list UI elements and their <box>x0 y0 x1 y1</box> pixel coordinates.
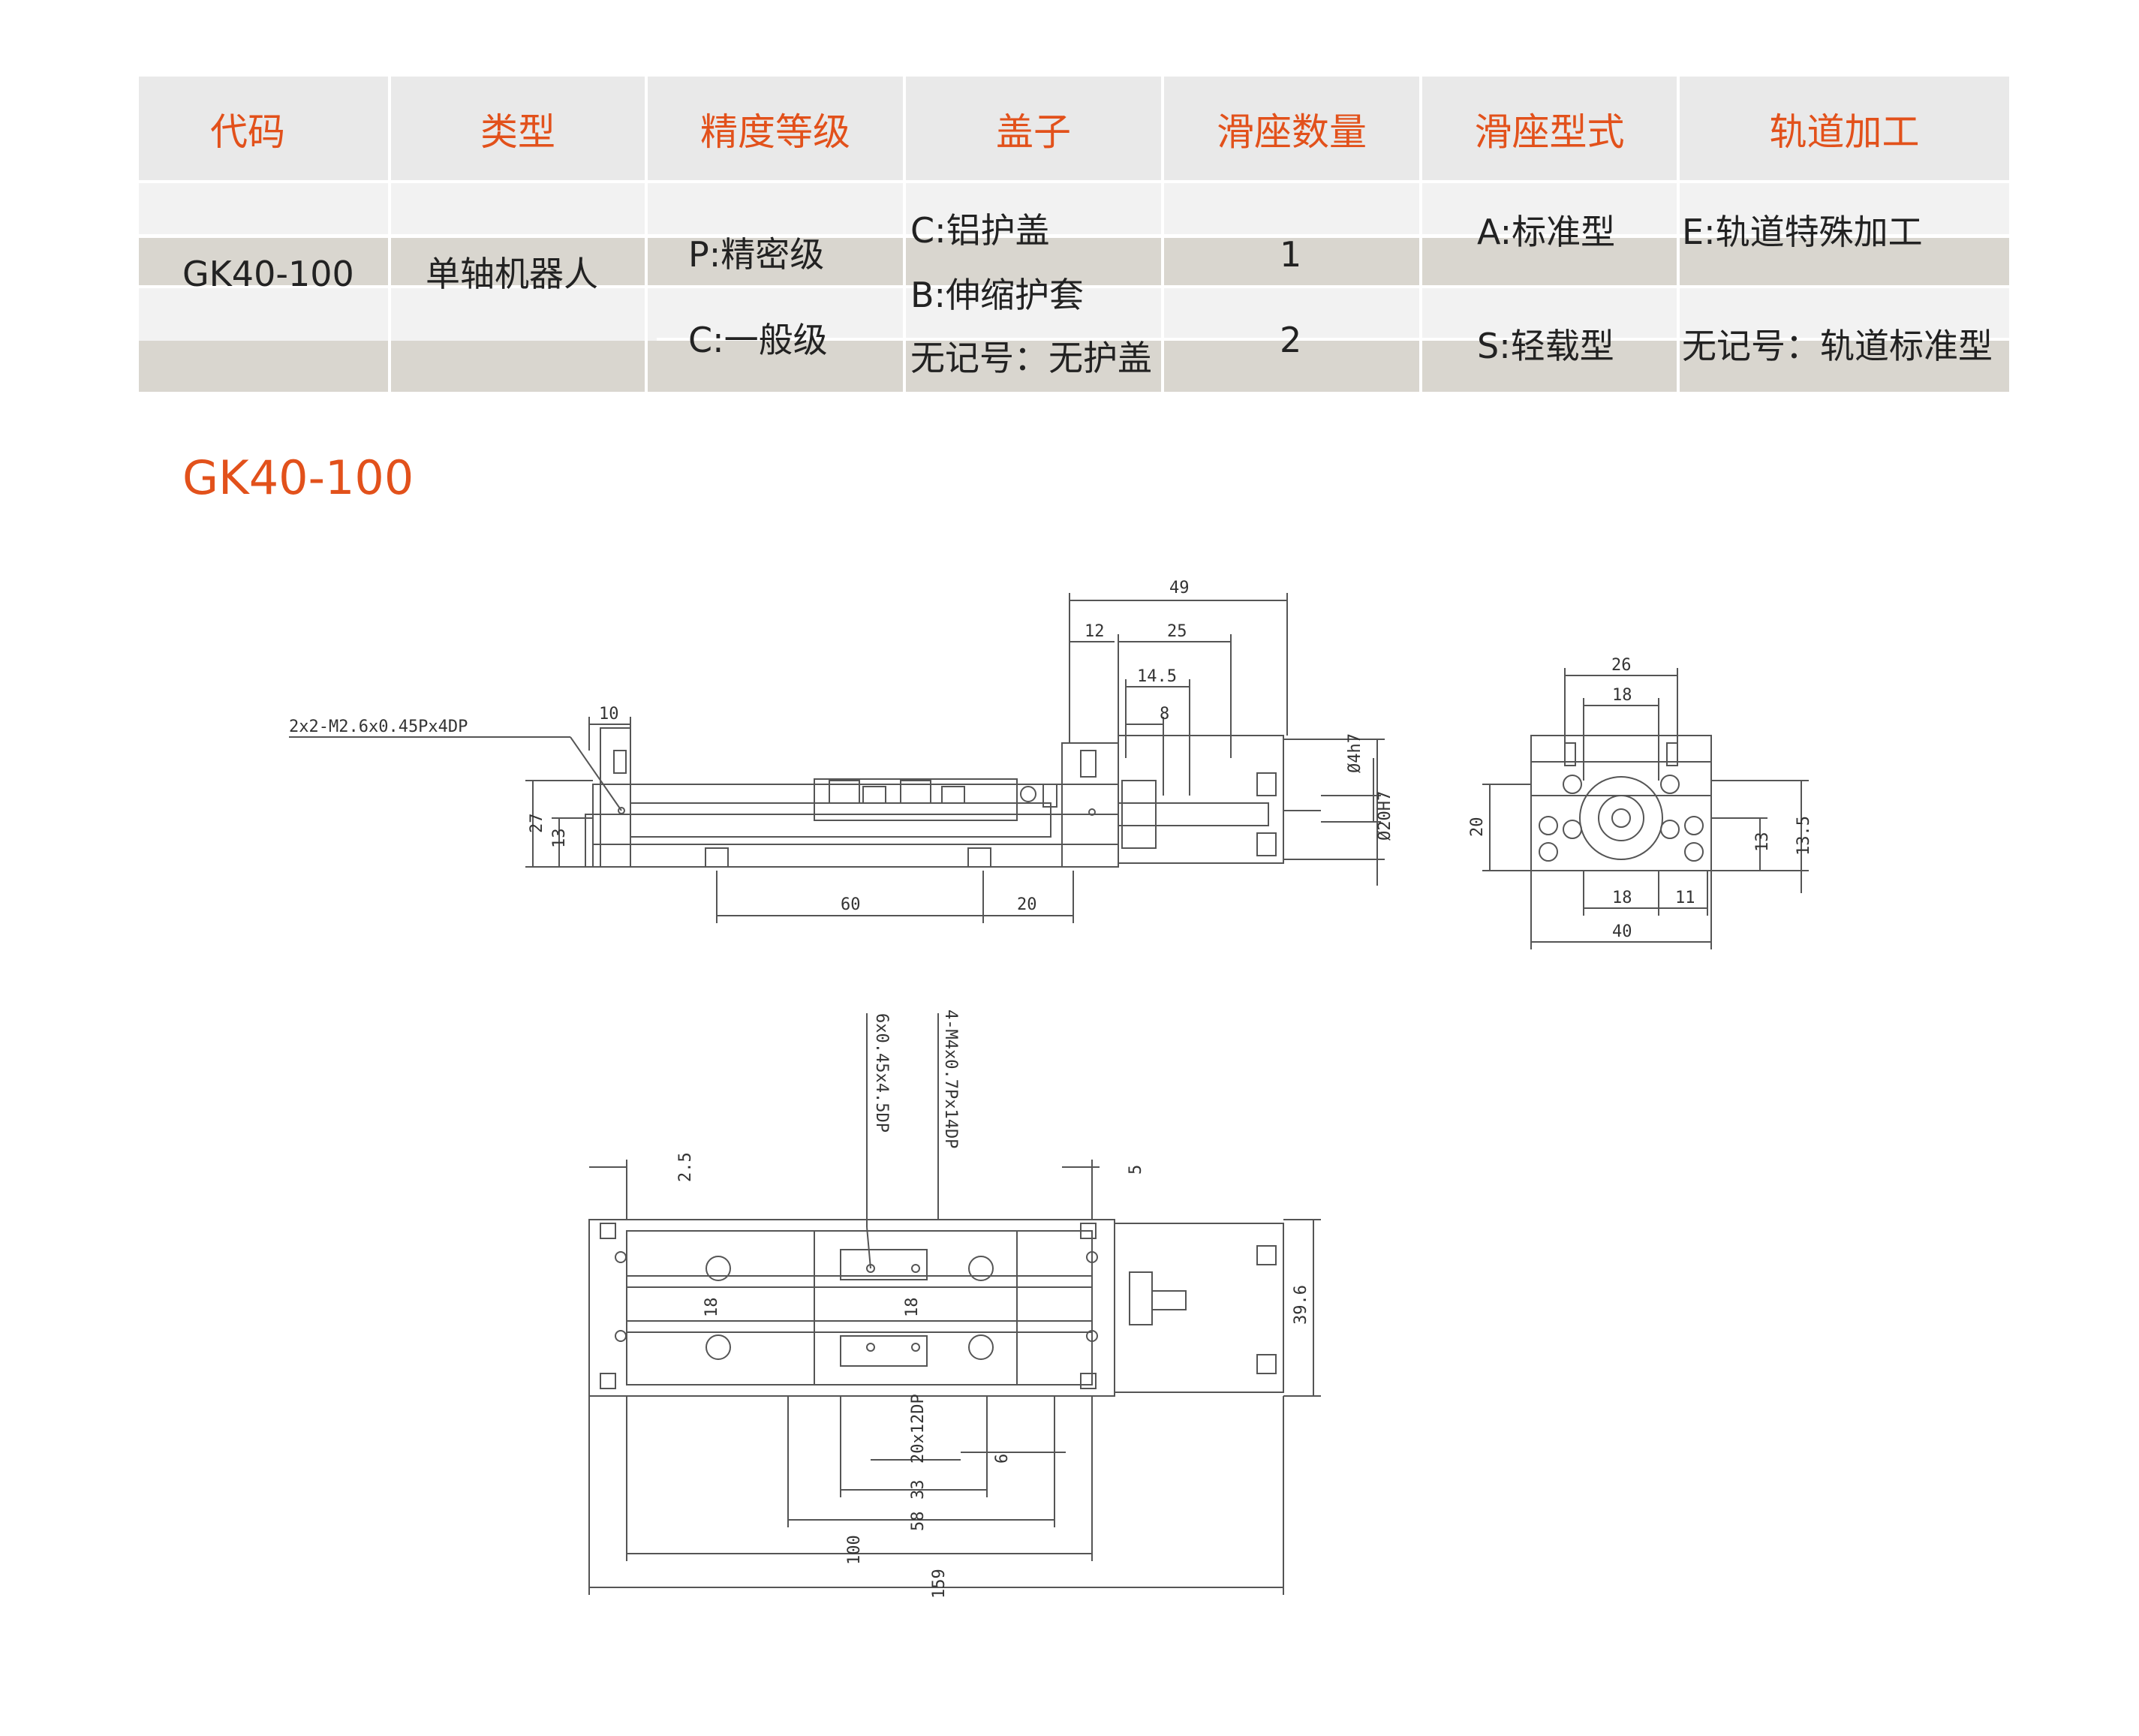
svg-text:2x2-M2.6x0.45Px4DP: 2x2-M2.6x0.45Px4DP <box>289 718 468 736</box>
cell-slider-count-1: 1 <box>1280 234 1302 275</box>
svg-text:13.5: 13.5 <box>1795 816 1813 856</box>
cell-code: GK40-100 <box>182 254 354 294</box>
header-rail-processing: 轨道加工 <box>1769 110 1920 154</box>
header-precision: 精度等级 <box>700 110 850 154</box>
svg-text:159: 159 <box>930 1569 949 1599</box>
side-view <box>289 593 1385 923</box>
svg-text:Ø4h7: Ø4h7 <box>1346 733 1364 773</box>
svg-text:20: 20 <box>1468 817 1487 838</box>
svg-text:11: 11 <box>1675 889 1695 907</box>
svg-text:6: 6 <box>993 1454 1012 1464</box>
end-view <box>1482 668 1809 949</box>
cell-slider-type-s: S:轻载型 <box>1477 326 1614 366</box>
cell-cover-b: B:伸缩护套 <box>910 275 1085 315</box>
cell-type: 单轴机器人 <box>426 254 598 294</box>
svg-text:18: 18 <box>702 1298 721 1318</box>
svg-text:26: 26 <box>1611 656 1632 675</box>
cell-slider-count-2: 2 <box>1280 320 1302 360</box>
svg-text:14.5: 14.5 <box>1137 667 1177 686</box>
svg-text:12: 12 <box>1085 622 1105 641</box>
svg-text:10: 10 <box>599 705 619 724</box>
svg-text:33: 33 <box>909 1480 928 1500</box>
svg-text:20: 20 <box>1017 895 1037 914</box>
svg-text:39.6: 39.6 <box>1292 1285 1310 1325</box>
svg-text:18: 18 <box>1612 889 1632 907</box>
cell-precision-p: P:精密级 <box>688 234 825 275</box>
svg-text:27: 27 <box>528 814 546 834</box>
spec-table: 代码 类型 精度等级 盖子 滑座数量 滑座型式 轨道加工 GK40-100 单轴… <box>139 77 2009 392</box>
svg-text:8: 8 <box>1160 705 1169 724</box>
cell-cover-c: C:铝护盖 <box>910 210 1050 251</box>
header-type: 类型 <box>480 110 555 154</box>
svg-text:6x0.45x4.5DP: 6x0.45x4.5DP <box>872 1013 891 1133</box>
side-view-labels: 49 12 25 14.5 8 10 27 13 60 20 Ø4h7 Ø20H… <box>289 579 1394 914</box>
header-cover: 盖子 <box>996 110 1071 154</box>
header-code: 代码 <box>210 110 285 154</box>
svg-text:13: 13 <box>550 829 569 849</box>
cell-cover-none: 无记号：无护盖 <box>910 338 1152 378</box>
top-view-labels: 2.5 5 18 18 39.6 20x12DP 6 58 33 100 159… <box>676 1009 1310 1599</box>
svg-text:49: 49 <box>1169 579 1190 597</box>
svg-text:18: 18 <box>1612 686 1632 705</box>
svg-text:2.5: 2.5 <box>676 1152 695 1182</box>
svg-text:40: 40 <box>1612 922 1632 941</box>
header-slider-count: 滑座数量 <box>1217 110 1367 154</box>
svg-text:5: 5 <box>1127 1165 1145 1175</box>
cell-slider-type-a: A:标准型 <box>1477 212 1616 252</box>
svg-text:4-M4x0.7Px14DP: 4-M4x0.7Px14DP <box>941 1009 960 1148</box>
table-header-row <box>139 77 2009 182</box>
svg-text:Ø20H7: Ø20H7 <box>1376 791 1394 841</box>
cell-rail-standard: 无记号：轨道标准型 <box>1682 326 1993 366</box>
svg-text:100: 100 <box>845 1535 864 1565</box>
svg-text:20x12DP: 20x12DP <box>909 1394 928 1464</box>
cell-rail-e: E:轨道特殊加工 <box>1682 212 1923 252</box>
section-title: GK40-100 <box>182 450 414 505</box>
svg-text:25: 25 <box>1167 622 1187 641</box>
svg-text:60: 60 <box>841 895 861 914</box>
svg-text:18: 18 <box>903 1298 922 1318</box>
end-view-labels: 26 18 20 13 13.5 18 11 40 <box>1468 656 1813 941</box>
top-view <box>588 1013 1321 1595</box>
svg-text:58: 58 <box>909 1512 928 1532</box>
cell-precision-c: C:一般级 <box>688 320 828 360</box>
header-slider-type: 滑座型式 <box>1474 110 1625 154</box>
svg-text:13: 13 <box>1753 832 1772 853</box>
